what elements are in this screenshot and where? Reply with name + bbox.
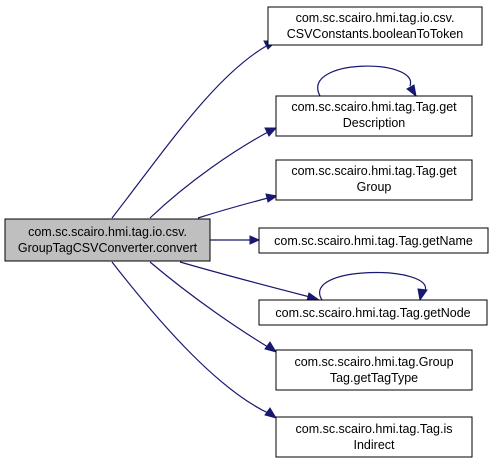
node-boolean-to-token-line1: com.sc.scairo.hmi.tag.io.csv.: [296, 11, 455, 25]
node-boolean-to-token[interactable]: com.sc.scairo.hmi.tag.io.csv. CSVConstan…: [267, 6, 483, 46]
node-boolean-to-token-line2: CSVConstants.booleanToToken: [287, 27, 464, 41]
node-get-tag-type-line1: com.sc.scairo.hmi.tag.Group: [294, 355, 453, 369]
node-get-group-line2: Group: [357, 180, 392, 194]
edge-to-get-description: [149, 131, 269, 219]
arrowhead-get-description: [264, 127, 278, 137]
node-is-indirect[interactable]: com.sc.scairo.hmi.tag.Tag.is Indirect: [275, 416, 473, 458]
node-get-tag-type-line2: Tag.getTagType: [330, 371, 418, 385]
node-get-node[interactable]: com.sc.scairo.hmi.tag.Tag.getNode: [258, 299, 488, 326]
root-node-label-line1: com.sc.scairo.hmi.tag.io.csv.: [28, 225, 187, 239]
arrowhead-get-group: [265, 193, 279, 203]
arrowhead-self-loop-get-node: [417, 288, 428, 302]
arrowhead-get-name: [249, 235, 261, 245]
node-get-description-line2: Description: [343, 116, 406, 130]
edge-to-boolean-to-token: [111, 44, 269, 219]
self-loop-get-description: [317, 65, 411, 97]
node-is-indirect-line1: com.sc.scairo.hmi.tag.Tag.is: [296, 422, 453, 436]
node-get-description-line1: com.sc.scairo.hmi.tag.Tag.get: [291, 100, 457, 114]
node-get-node-line1: com.sc.scairo.hmi.tag.Tag.getNode: [275, 306, 470, 320]
edge-to-is-indirect: [111, 261, 269, 414]
root-node[interactable]: com.sc.scairo.hmi.tag.io.csv. GroupTagCS…: [4, 218, 211, 262]
root-node-label-line2: GroupTagCSVConverter.convert: [18, 241, 198, 255]
node-get-group[interactable]: com.sc.scairo.hmi.tag.Tag.get Group: [275, 159, 473, 201]
node-get-group-line1: com.sc.scairo.hmi.tag.Tag.get: [291, 164, 457, 178]
arrowhead-self-loop-get-description: [406, 84, 417, 98]
node-get-name[interactable]: com.sc.scairo.hmi.tag.Tag.getName: [258, 227, 489, 254]
edge-to-get-tag-type: [149, 261, 269, 348]
arrowhead-is-indirect: [264, 407, 278, 419]
edges: [111, 40, 428, 419]
edge-to-get-node: [179, 261, 311, 298]
node-get-tag-type[interactable]: com.sc.scairo.hmi.tag.Group Tag.getTagTy…: [275, 349, 473, 391]
node-is-indirect-line2: Indirect: [354, 438, 396, 452]
node-get-description[interactable]: com.sc.scairo.hmi.tag.Tag.get Descriptio…: [275, 95, 473, 137]
arrowhead-get-tag-type: [264, 341, 278, 353]
self-loop-get-node: [319, 271, 426, 301]
node-get-name-line1: com.sc.scairo.hmi.tag.Tag.getName: [274, 234, 473, 248]
edge-to-get-group: [197, 197, 269, 219]
